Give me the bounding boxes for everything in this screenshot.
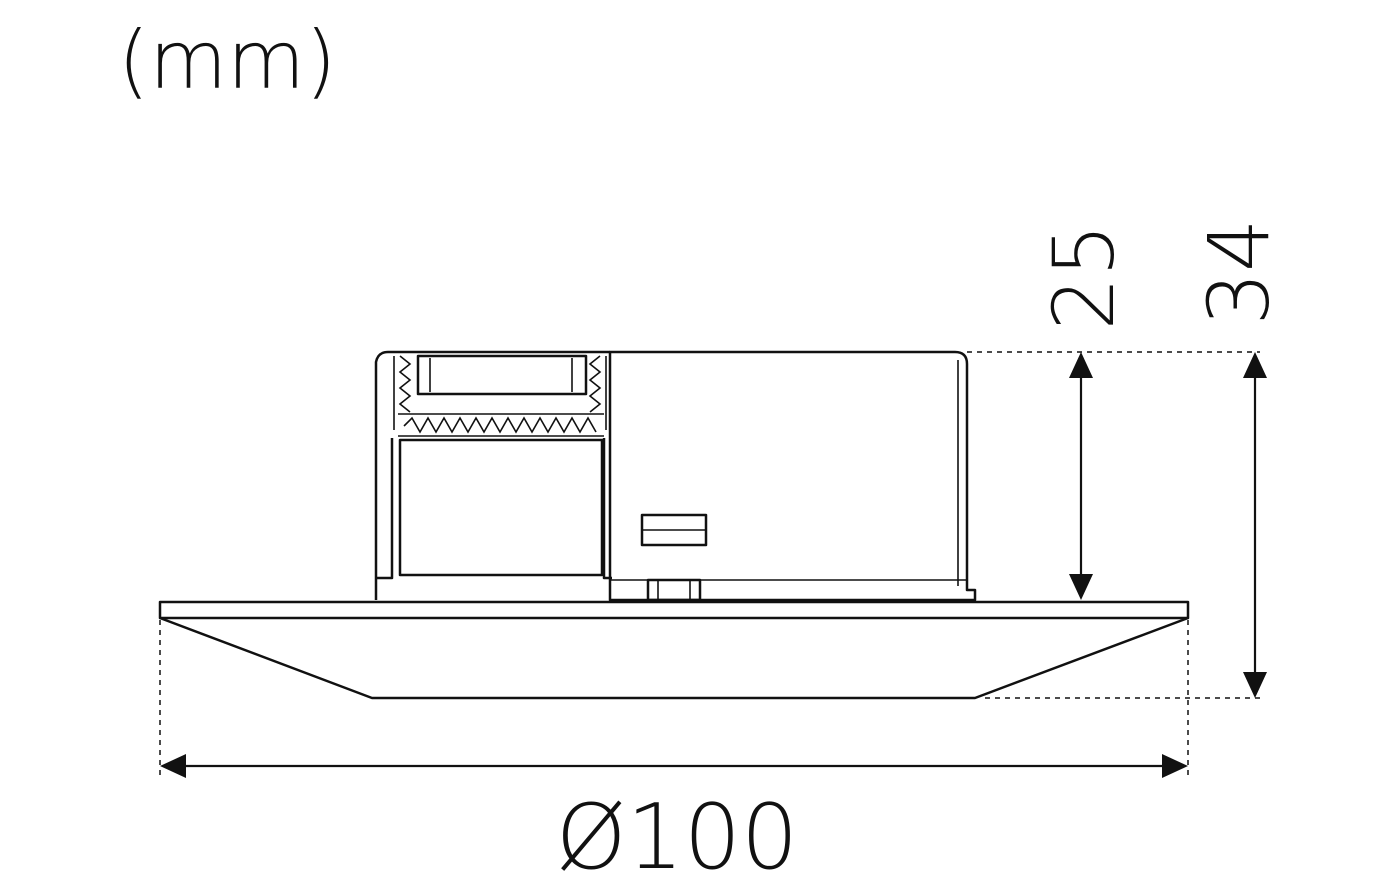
total-height-label: 34 — [1190, 219, 1288, 326]
arrow-up-icon — [1069, 352, 1093, 378]
body-height-label: 25 — [1035, 224, 1133, 331]
arrow-up-icon — [1243, 352, 1267, 378]
unit-label: (mm) — [118, 14, 336, 107]
arrow-down-icon — [1069, 574, 1093, 600]
arrow-left-icon — [160, 754, 186, 778]
extension-lines — [159, 351, 1260, 775]
total-height-dimension: 34 — [1190, 219, 1288, 698]
diameter-dimension: Ø100 — [160, 754, 1188, 875]
trim-plate — [158, 600, 1190, 700]
body-height-dimension: 25 — [1035, 224, 1133, 600]
driver-housing — [608, 350, 977, 602]
lamp-body — [374, 350, 612, 600]
arrow-down-icon — [1243, 672, 1267, 698]
diameter-label: Ø100 — [556, 785, 799, 875]
arrow-right-icon — [1162, 754, 1188, 778]
